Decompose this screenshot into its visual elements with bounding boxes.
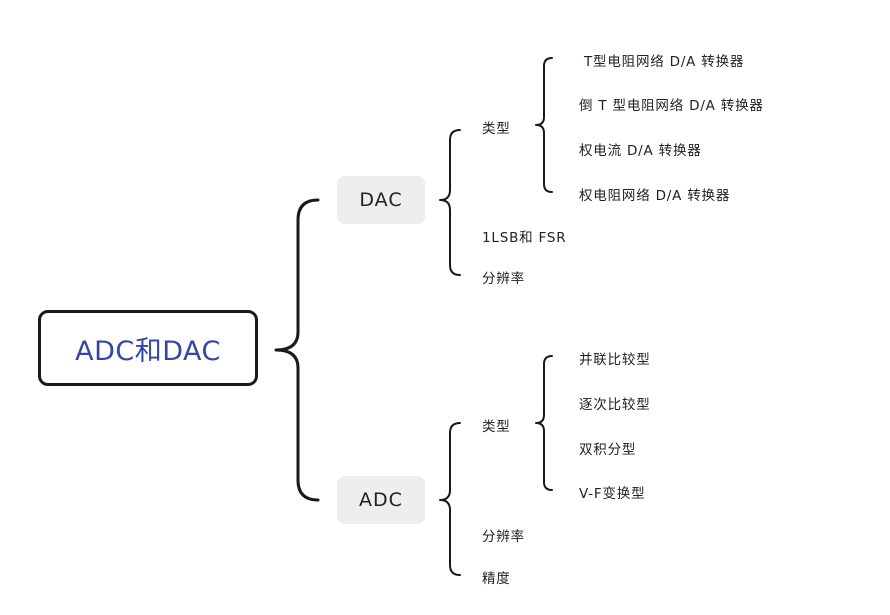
dac-bracket [439,129,461,276]
dac-type-item-3[interactable]: 权电流 D/A 转换器 [579,143,702,159]
dac-type-label[interactable]: 类型 [482,121,511,137]
adc-item-resolution[interactable]: 分辨率 [482,529,525,545]
dac-type-item-2[interactable]: 倒 T 型电阻网络 D/A 转换器 [579,98,764,114]
dac-item-resolution[interactable]: 分辨率 [482,271,525,287]
dac-node[interactable]: DAC [337,176,425,224]
adc-type-item-4[interactable]: V-F变换型 [579,486,646,502]
adc-type-item-2[interactable]: 逐次比较型 [579,397,651,413]
dac-type-item-4[interactable]: 权电阻网络 D/A 转换器 [579,188,731,204]
adc-type-item-1[interactable]: 并联比较型 [579,352,651,368]
adc-bracket [439,422,461,576]
root-bracket [274,198,320,502]
adc-type-label[interactable]: 类型 [482,419,511,435]
dac-type-bracket [535,57,553,193]
dac-type-item-1[interactable]: T型电阻网络 D/A 转换器 [584,54,745,70]
root-node[interactable]: ADC和DAC [38,310,258,386]
adc-type-bracket [535,355,553,491]
dac-item-lsb-fsr[interactable]: 1LSB和 FSR [482,230,567,246]
adc-type-item-3[interactable]: 双积分型 [579,442,637,458]
adc-item-accuracy[interactable]: 精度 [482,571,511,587]
adc-node[interactable]: ADC [337,476,425,524]
